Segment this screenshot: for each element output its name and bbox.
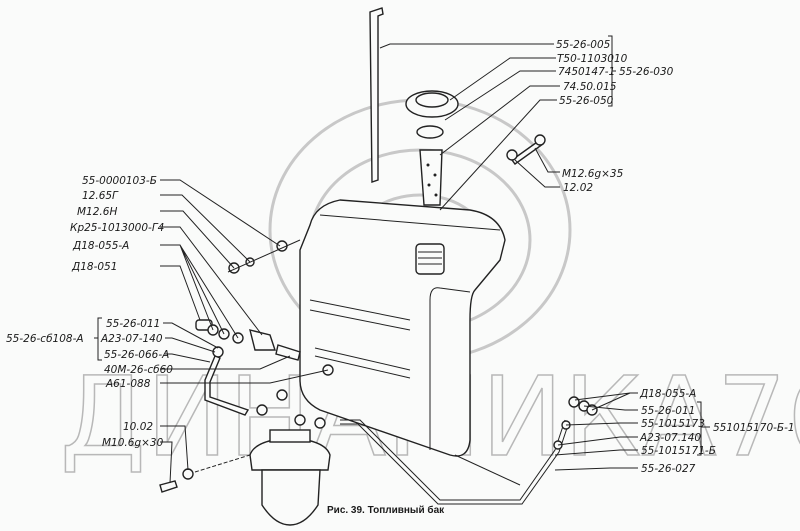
- label: 55-26-027: [641, 463, 696, 475]
- label: 12.65Г: [82, 190, 119, 202]
- label: М12.6Н: [77, 206, 117, 218]
- label: 55-26-011: [106, 318, 160, 330]
- label: Д18-055-А: [72, 240, 129, 252]
- label: 55-26-050: [559, 95, 614, 107]
- label: 40М-26-сб60: [104, 364, 173, 376]
- label: 55-26-066-А: [104, 349, 169, 361]
- label: 12.02: [563, 182, 593, 194]
- label: 74.50.015: [563, 81, 617, 93]
- label: Д18-051: [71, 261, 117, 273]
- figure-caption: Рис. 39. Топливный бак: [327, 504, 445, 516]
- label: 55-0000103-Б: [82, 175, 157, 187]
- label: 55-26-005: [556, 39, 611, 51]
- label: Д18-055-А: [639, 388, 696, 400]
- label: 55-26-011: [641, 405, 695, 417]
- dipstick: [369, 7, 384, 183]
- mounting-bolt: [506, 134, 546, 165]
- leader-lines: [94, 35, 710, 484]
- filler-cap: [405, 90, 459, 206]
- label: А23-07-140: [100, 333, 163, 345]
- label: 7450147-1: [558, 66, 615, 78]
- label: 10.02: [123, 421, 153, 433]
- label: М10.6g×30: [102, 437, 164, 449]
- label: 55-1015173: [641, 418, 705, 430]
- label: 55-1015171-Б: [641, 445, 716, 457]
- label-group: 55-26-сб108-А: [6, 333, 84, 345]
- label: А23-07.140: [639, 432, 701, 444]
- label-group: 55-26-030: [619, 66, 674, 78]
- label: Т50-1103010: [557, 53, 628, 65]
- label: А61-088: [105, 378, 151, 390]
- fuel-tank: [299, 199, 506, 457]
- part-labels: 55-26-005 Т50-1103010 7450147-1 74.50.01…: [6, 39, 795, 516]
- label-group: 551015170-Б-1: [713, 422, 795, 434]
- label: Кр25-1013000-Г4: [70, 222, 164, 234]
- fuel-filter: [159, 389, 331, 526]
- label: М12.6g×35: [562, 168, 624, 180]
